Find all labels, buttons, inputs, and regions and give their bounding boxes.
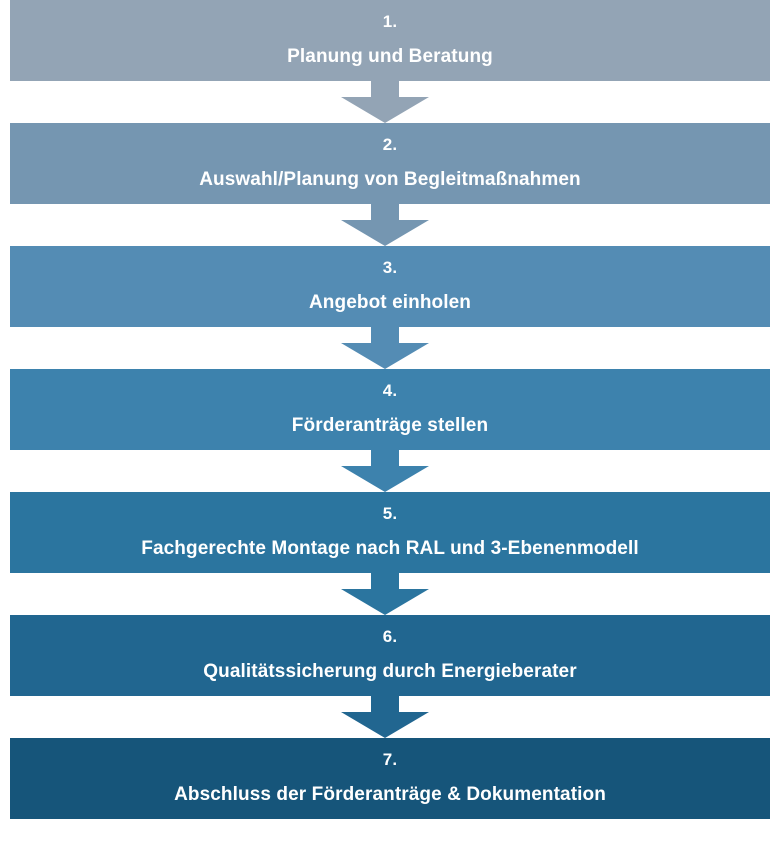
flow-step-3: 3. Angebot einholen [0,246,770,369]
step-number-4: 4. [382,381,398,401]
arrow-down-icon [341,327,429,369]
arrow-connector-6-to-7 [0,696,770,738]
flow-step-2: 2. Auswahl/Planung von Begleitmaßnahmen [0,123,770,246]
arrow-connector-5-to-6 [0,573,770,615]
step-number-5: 5. [382,504,398,524]
step-label-4: Förderanträge stellen [291,415,489,437]
step-box-3[interactable]: 3. Angebot einholen [10,246,770,327]
arrow-down-icon [341,573,429,615]
step-label-2: Auswahl/Planung von Begleitmaßnahmen [199,169,581,191]
step-box-6[interactable]: 6. Qualitätssicherung durch Energieberate… [10,615,770,696]
step-box-7[interactable]: 7. Abschluss der Förderanträge & Dokument… [10,738,770,819]
flow-step-4: 4. Förderanträge stellen [0,369,770,492]
step-label-3: Angebot einholen [308,292,472,314]
arrow-connector-1-to-2 [0,81,770,123]
step-box-2[interactable]: 2. Auswahl/Planung von Begleitmaßnahmen [10,123,770,204]
arrow-connector-4-to-5 [0,450,770,492]
step-label-1: Planung und Beratung [287,46,493,68]
step-number-7: 7. [382,750,398,770]
step-box-5[interactable]: 5. Fachgerechte Montage nach RAL und 3-Eb… [10,492,770,573]
step-box-4[interactable]: 4. Förderanträge stellen [10,369,770,450]
flow-step-1: 1. Planung und Beratung [0,0,770,123]
arrow-down-icon [341,696,429,738]
arrow-down-icon [341,204,429,246]
flow-step-6: 6. Qualitätssicherung durch Energieberate… [0,615,770,738]
step-number-6: 6. [382,627,398,647]
step-number-1: 1. [382,12,398,32]
flow-step-5: 5. Fachgerechte Montage nach RAL und 3-Eb… [0,492,770,615]
step-label-5: Fachgerechte Montage nach RAL und 3-Eben… [141,538,639,560]
step-number-2: 2. [382,135,398,155]
step-box-1[interactable]: 1. Planung und Beratung [10,0,770,81]
arrow-connector-3-to-4 [0,327,770,369]
arrow-down-icon [341,450,429,492]
arrow-connector-2-to-3 [0,204,770,246]
flow-step-7: 7. Abschluss der Förderanträge & Dokument… [0,738,770,819]
step-number-3: 3. [382,258,398,278]
arrow-down-icon [341,81,429,123]
step-label-7: Abschluss der Förderanträge & Dokumentat… [174,784,606,806]
step-label-6: Qualitätssicherung durch Energieberater [203,661,577,683]
